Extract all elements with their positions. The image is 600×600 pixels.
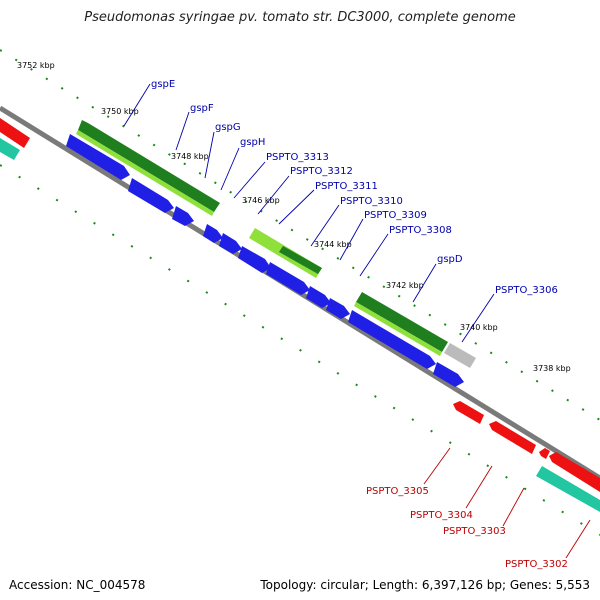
gene-label-PSPTO_3313[interactable]: PSPTO_3313 [266, 152, 329, 163]
connector-gspD [412, 263, 437, 303]
cds-PSPTO_3313[interactable] [219, 233, 242, 254]
connector-PSPTO_3309 [339, 218, 364, 261]
cds-gspG[interactable] [172, 206, 194, 226]
genome-summary: Topology: circular; Length: 6,397,126 bp… [260, 578, 590, 592]
gene-label-PSPTO_3305[interactable]: PSPTO_3305 [366, 486, 429, 497]
cds-PSPTO_3312[interactable] [238, 246, 271, 273]
connector-gspG [204, 131, 215, 179]
connector-PSPTO_3303 [502, 487, 525, 527]
connector-PSPTO_3305 [423, 447, 451, 485]
connector-gspE [123, 83, 151, 127]
gc-band-gray [444, 343, 476, 368]
connector-PSPTO_3306 [461, 293, 495, 343]
gc-band-1 [78, 120, 220, 212]
kbp-label-3752: 3752 kbp [17, 61, 55, 70]
gc-band-teal [536, 466, 600, 512]
gene-label-PSPTO_3311[interactable]: PSPTO_3311 [315, 181, 378, 192]
gene-label-gspD[interactable]: gspD [437, 254, 463, 265]
accession-text: Accession: NC_004578 [9, 578, 146, 592]
cds-gspE[interactable] [66, 134, 130, 180]
connector-PSPTO_3308 [359, 233, 389, 277]
gene-label-PSPTO_3303[interactable]: PSPTO_3303 [443, 526, 506, 537]
gc-band-2-dark [279, 246, 322, 274]
cds-PSPTO_3310[interactable] [306, 286, 331, 308]
gene-label-PSPTO_3309[interactable]: PSPTO_3309 [364, 210, 427, 221]
kbp-label-3740: 3740 kbp [460, 323, 498, 332]
tick-track-inner [0, 164, 600, 536]
cds-gspF[interactable] [128, 178, 174, 213]
kbp-label-3746: 3746 kbp [242, 196, 280, 205]
left-red-fragment [0, 118, 30, 148]
cds-PSPTO_3305[interactable] [453, 401, 484, 424]
gc-band-3 [356, 292, 448, 352]
kbp-label-3742: 3742 kbp [386, 281, 424, 290]
gene-label-gspH[interactable]: gspH [240, 137, 265, 148]
connector-gspF [175, 111, 190, 151]
cds-PSPTO_3303[interactable] [539, 448, 550, 459]
connector-PSPTO_3304 [465, 465, 493, 509]
gene-label-PSPTO_3308[interactable]: PSPTO_3308 [389, 225, 452, 236]
connector-PSPTO_3310 [310, 204, 340, 247]
cds-PSPTO_3309[interactable] [326, 298, 350, 319]
connector-PSPTO_3313 [233, 161, 266, 199]
connector-PSPTO_3312 [257, 175, 290, 215]
tick-track-outer [0, 49, 600, 421]
cds-PSPTO_3311[interactable] [266, 262, 310, 295]
gene-label-PSPTO_3306[interactable]: PSPTO_3306 [495, 285, 558, 296]
gene-label-gspE[interactable]: gspE [151, 79, 175, 90]
gene-label-PSPTO_3310[interactable]: PSPTO_3310 [340, 196, 403, 207]
gc-band-1-light [76, 130, 214, 216]
kbp-label-3750: 3750 kbp [101, 107, 139, 116]
gene-label-PSPTO_3304[interactable]: PSPTO_3304 [410, 510, 473, 521]
connector-PSPTO_3302 [565, 519, 591, 559]
cds-PSPTO_3302[interactable] [549, 452, 600, 492]
cds-PSPTO_3304[interactable] [489, 421, 536, 454]
gene-label-gspF[interactable]: gspF [190, 103, 214, 114]
map-title: Pseudomonas syringae pv. tomato str. DC3… [84, 10, 516, 25]
cds-gspH[interactable] [203, 224, 223, 243]
kbp-label-3738: 3738 kbp [533, 364, 571, 373]
kbp-label-3748: 3748 kbp [171, 152, 209, 161]
left-teal-fragment [0, 138, 20, 160]
cds-PSPTO_3306[interactable] [433, 362, 464, 387]
gene-label-PSPTO_3312[interactable]: PSPTO_3312 [290, 166, 353, 177]
cds-gspD[interactable] [348, 310, 436, 369]
gene-label-gspG[interactable]: gspG [215, 122, 241, 133]
gc-band-3-light [354, 302, 442, 356]
connector-gspH [220, 147, 240, 191]
connector-PSPTO_3311 [278, 189, 315, 225]
kbp-label-3744: 3744 kbp [314, 240, 352, 249]
gene-label-PSPTO_3302[interactable]: PSPTO_3302 [505, 559, 568, 570]
